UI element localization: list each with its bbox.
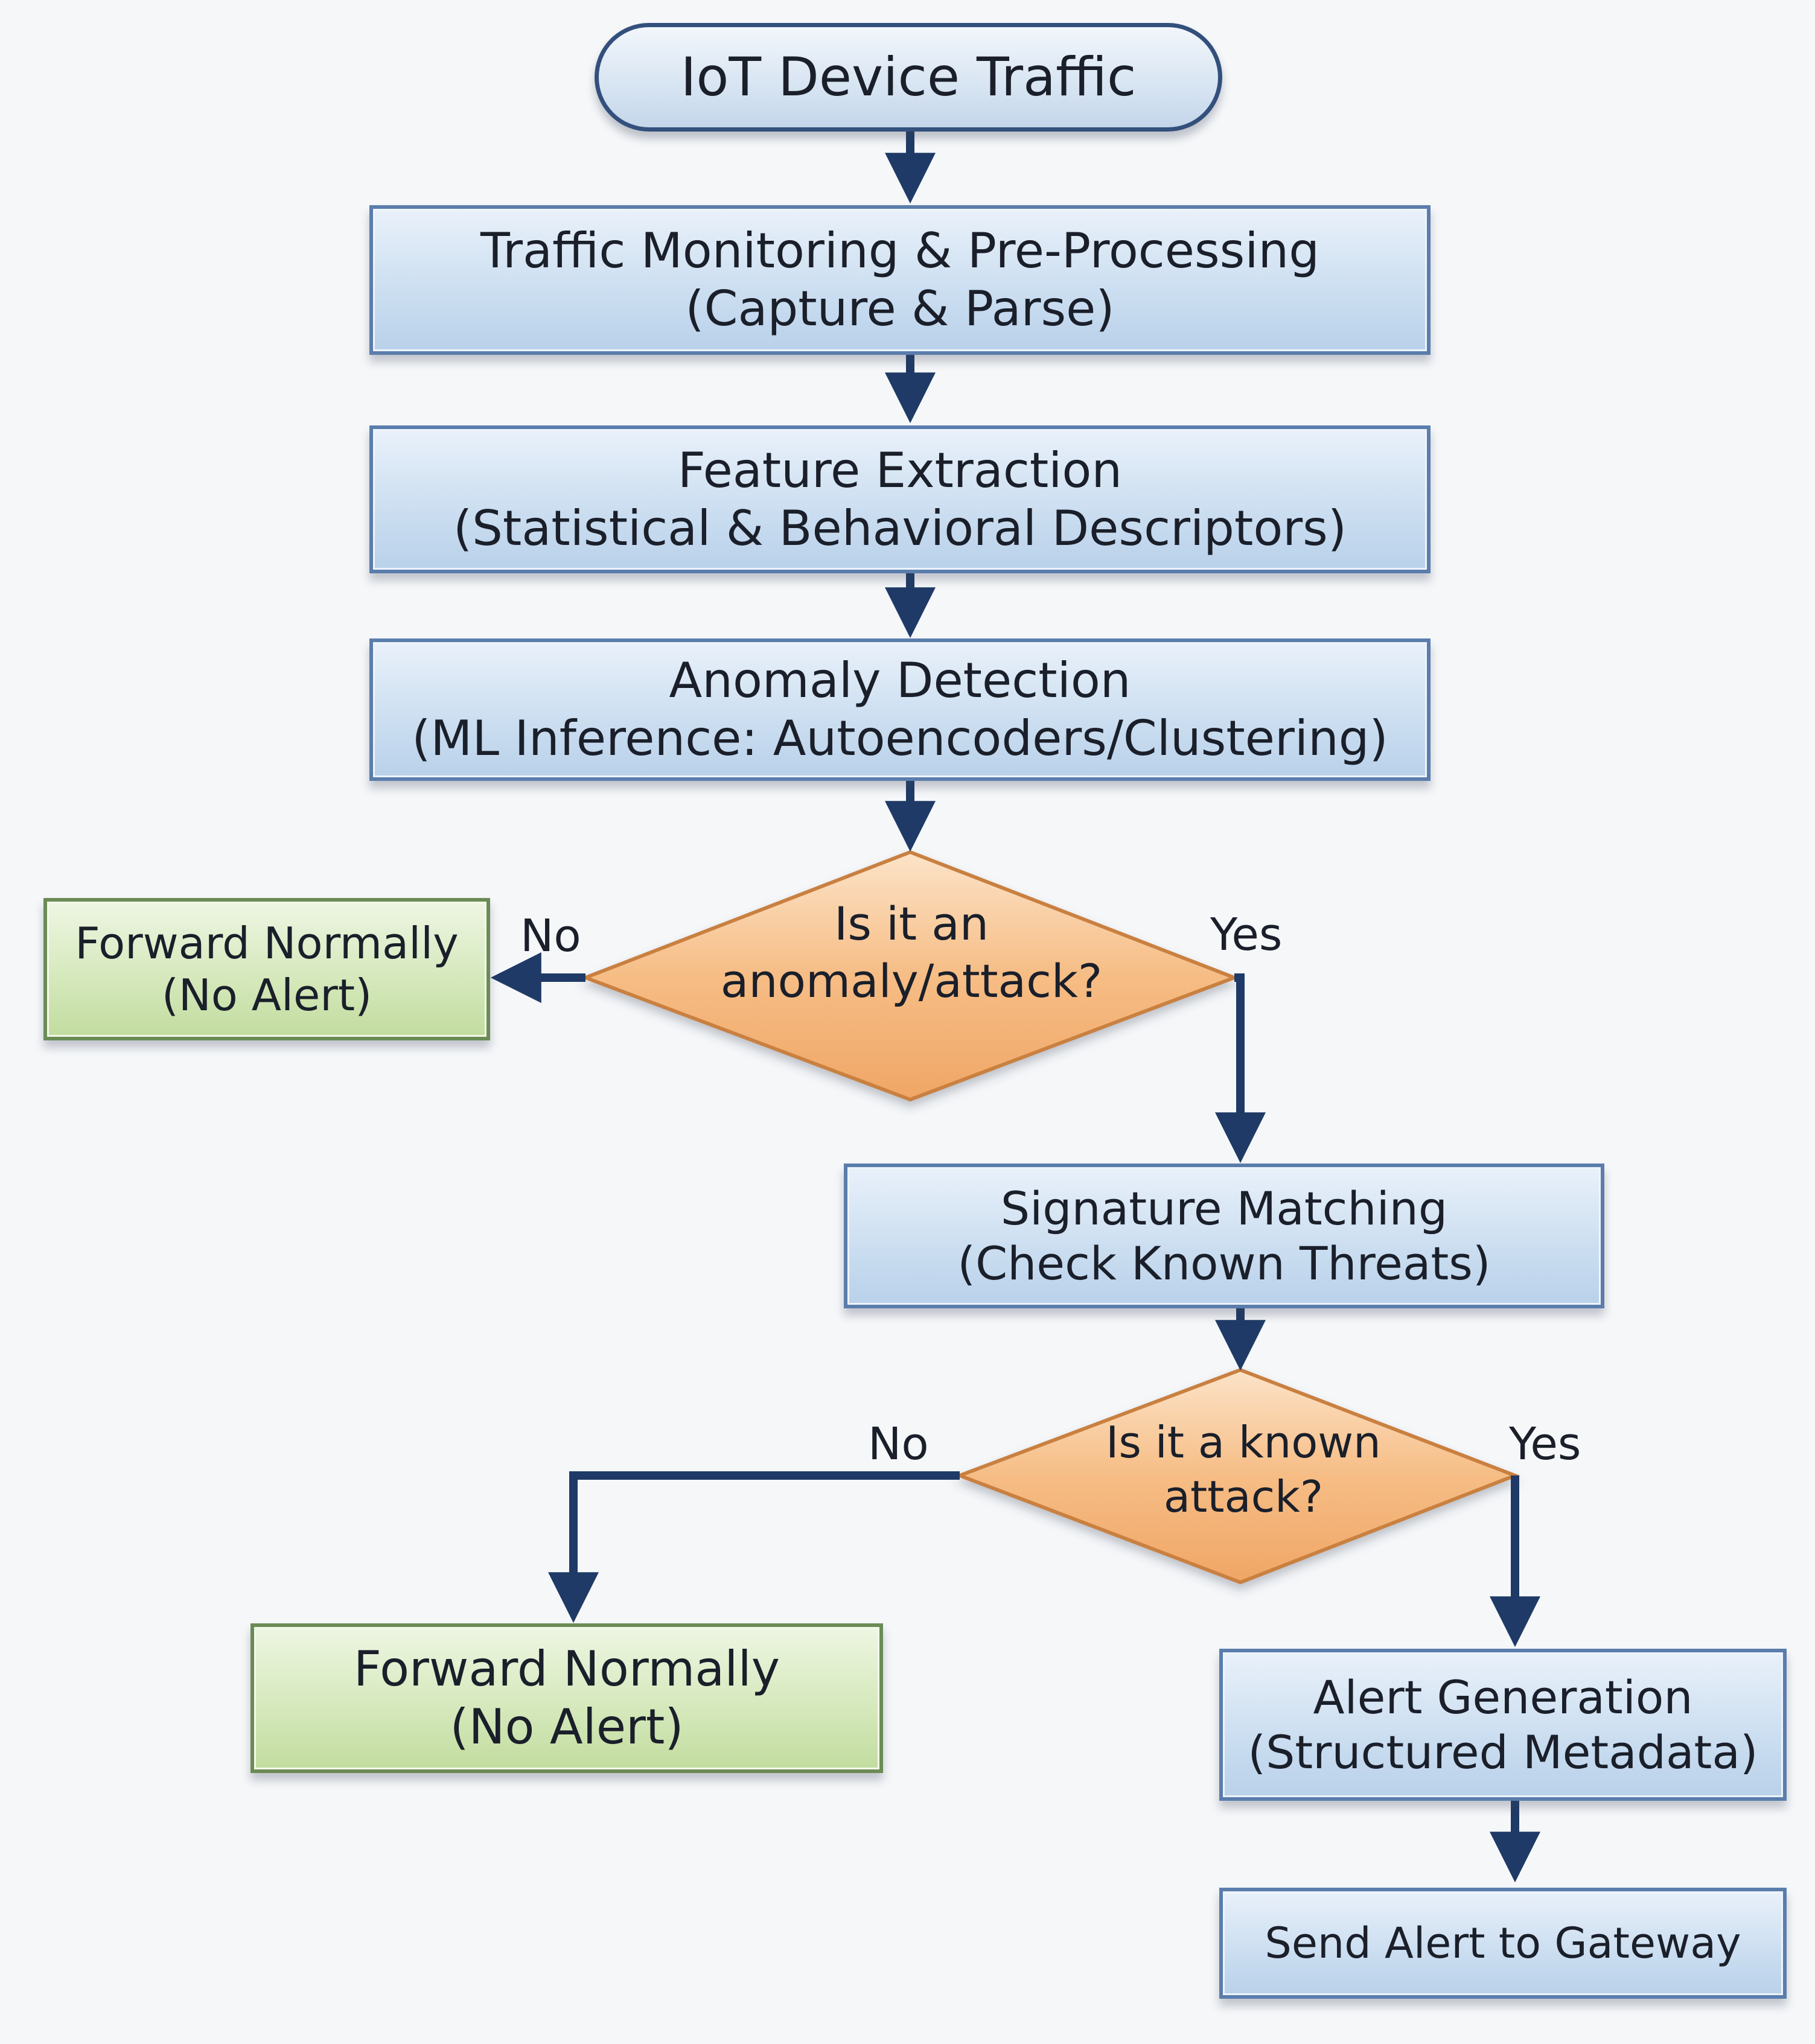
decision-known-shape (954, 1367, 1520, 1585)
node-label: Forward Normally (75, 917, 459, 969)
traffic-monitoring-node: Traffic Monitoring & Pre-Processing (Cap… (369, 205, 1431, 355)
decision-known-text: Is it a known attack? (1106, 1417, 1381, 1522)
decision-anomaly-shape (580, 850, 1240, 1102)
decision-anomaly-text: Is it an anomaly/attack? (720, 897, 1103, 1008)
node-label: Alert Generation (1313, 1670, 1693, 1724)
node-sublabel: (Check Known Threats) (957, 1237, 1491, 1290)
edge-label-known-no: No (868, 1418, 929, 1470)
iot-device-traffic-node: IoT Device Traffic (595, 23, 1222, 132)
send-alert-node: Send Alert to Gateway (1219, 1888, 1787, 1999)
arrow-decision-yes-to-signature (1215, 973, 1266, 1164)
alert-generation-node: Alert Generation (Structured Metadata) (1219, 1649, 1787, 1801)
node-label: Forward Normally (353, 1641, 780, 1697)
feature-extraction-node: Feature Extraction (Statistical & Behavi… (369, 425, 1431, 573)
node-label: Anomaly Detection (669, 652, 1131, 708)
node-label: IoT Device Traffic (680, 46, 1137, 109)
node-label: Feature Extraction (677, 442, 1123, 498)
forward-normally-node-2: Forward Normally (No Alert) (250, 1623, 883, 1773)
node-sublabel: (No Alert) (450, 1699, 684, 1755)
node-label: Send Alert to Gateway (1265, 1918, 1741, 1968)
signature-matching-node: Signature Matching (Check Known Threats) (844, 1164, 1604, 1308)
node-label: Signature Matching (1000, 1181, 1448, 1235)
edge-label-anomaly-yes: Yes (1210, 909, 1283, 961)
node-sublabel: (No Alert) (161, 970, 372, 1020)
node-sublabel: (Capture & Parse) (685, 281, 1115, 337)
edge-label-anomaly-no: No (520, 910, 581, 962)
node-sublabel: (Structured Metadata) (1248, 1725, 1758, 1779)
forward-normally-node-1: Forward Normally (No Alert) (43, 898, 490, 1040)
anomaly-detection-node: Anomaly Detection (ML Inference: Autoenc… (369, 638, 1431, 781)
arrow-known-no-to-forward (548, 1471, 960, 1623)
node-sublabel: (Statistical & Behavioral Descriptors) (453, 500, 1347, 556)
node-label: Traffic Monitoring & Pre-Processing (480, 223, 1320, 279)
node-sublabel: (ML Inference: Autoencoders/Clustering) (412, 710, 1388, 766)
edge-label-known-yes: Yes (1509, 1418, 1581, 1470)
